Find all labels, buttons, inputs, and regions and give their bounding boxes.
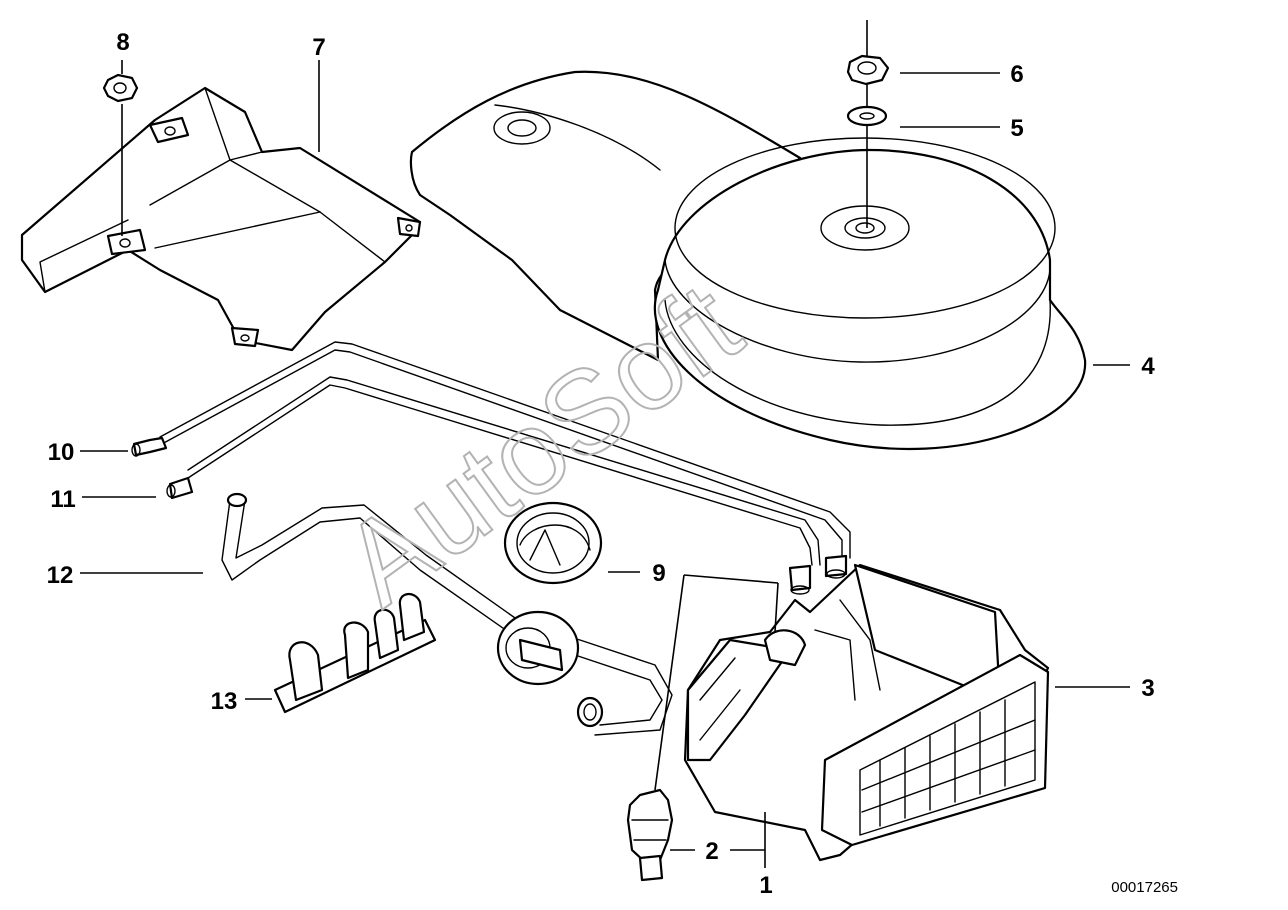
valve-part[interactable] (626, 788, 674, 882)
callout-label: 2 (705, 838, 718, 865)
air-intake-housing-part[interactable] (409, 70, 1087, 451)
pipe-part[interactable] (221, 492, 673, 736)
grommet-part[interactable] (503, 501, 603, 585)
callout-label: 1 (759, 872, 772, 899)
canister-part[interactable] (683, 563, 1050, 862)
callout-label: 13 (211, 688, 238, 715)
callout-label: 8 (116, 29, 129, 56)
washer-part[interactable] (846, 105, 888, 127)
diagram-reference-number: 00017265 (1111, 879, 1178, 896)
callout-label: 6 (1010, 61, 1023, 88)
callout-label: 4 (1141, 353, 1155, 380)
callout-label: 3 (1141, 675, 1154, 702)
grommet-part[interactable] (496, 610, 580, 686)
callout-label: 7 (312, 34, 325, 61)
hose-part[interactable] (131, 341, 851, 579)
leader-line (683, 574, 779, 584)
clip-part[interactable] (273, 593, 437, 714)
callout-label: 10 (48, 439, 75, 466)
leader-line (774, 582, 779, 633)
nut-part[interactable] (102, 73, 139, 103)
heat-shield-part[interactable] (20, 86, 422, 352)
callout-label: 11 (50, 486, 75, 513)
callout-label: 12 (47, 562, 74, 589)
leader-line (654, 574, 685, 791)
callout-label: 5 (1010, 115, 1023, 142)
nut-part[interactable] (846, 54, 890, 86)
callout-label: 9 (652, 560, 665, 587)
hose-part[interactable] (166, 376, 821, 595)
